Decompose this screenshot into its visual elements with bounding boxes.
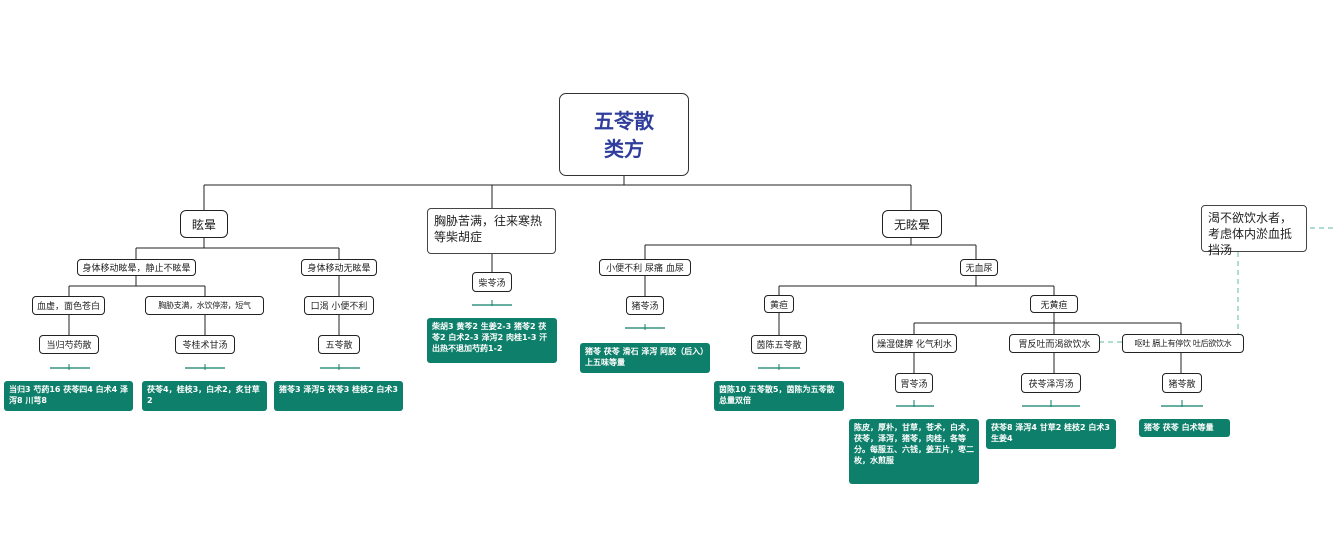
node-jaundice-label: 黄疸 bbox=[769, 300, 788, 311]
node-zhuling-san-label: 猪苓散 bbox=[1168, 379, 1196, 390]
node-urine-blood[interactable]: 小便不利 尿痛 血尿 bbox=[599, 259, 691, 276]
node-thirst[interactable]: 口渴 小便不利 bbox=[304, 296, 374, 315]
side-note[interactable]: 渴不欲饮水者，考虑体内淤血抵挡汤 bbox=[1201, 205, 1307, 257]
node-wuling-label: 五苓散 bbox=[325, 341, 353, 351]
node-blood-def[interactable]: 血虚，面色苍白 bbox=[32, 296, 105, 315]
formula-weiling[interactable]: 陈皮，厚朴，甘草，苍术，白术，茯苓，泽泻，猪苓，肉桂，各等分。每服五、六钱，姜五… bbox=[849, 419, 979, 484]
node-linggui[interactable]: 苓桂术甘汤 bbox=[175, 335, 235, 354]
root-title: 五苓散 bbox=[594, 108, 654, 133]
node-danggui-label: 当归芍药散 bbox=[46, 341, 92, 351]
branch-dizzy-label: 眩晕 bbox=[191, 217, 216, 232]
formula-chailing[interactable]: 柴胡3 黄芩2 生姜2-3 猪苓2 茯苓2 白术2-3 泽泻2 肉桂1-3 汗出… bbox=[427, 318, 557, 363]
node-chailing-label: 柴苓汤 bbox=[478, 278, 506, 289]
branch-dizzy[interactable]: 眩晕 bbox=[180, 210, 228, 238]
node-yinchen[interactable]: 茵陈五苓散 bbox=[751, 335, 807, 354]
formula-danggui[interactable]: 当归3 芍药16 茯苓四4 白术4 泽泻8 川芎8 bbox=[4, 381, 133, 411]
node-body-sway-none[interactable]: 身体移动无眩晕 bbox=[301, 259, 377, 276]
node-fuling-zexie-label: 茯苓泽泻汤 bbox=[1028, 379, 1074, 390]
node-wuling[interactable]: 五苓散 bbox=[318, 335, 360, 354]
branch-chaihu-label: 胸胁苦满，往来寒热等柴胡症 bbox=[434, 214, 543, 244]
node-chest-full[interactable]: 胸胁支满，水饮停滞，短气 bbox=[145, 296, 264, 315]
root-node[interactable]: 五苓散 类方 bbox=[559, 93, 689, 176]
node-blood-def-label: 血虚，面色苍白 bbox=[36, 302, 100, 312]
node-body-sway-stop[interactable]: 身体移动眩晕，静止不眩晕 bbox=[77, 259, 196, 276]
node-damp-spleen[interactable]: 燥湿健脾 化气利水 bbox=[872, 334, 957, 353]
node-zhuling-san[interactable]: 猪苓散 bbox=[1162, 373, 1202, 393]
formula-wuling[interactable]: 猪苓3 泽泻5 茯苓3 桂枝2 白术3 bbox=[274, 381, 403, 411]
node-urine-blood-label: 小便不利 尿痛 血尿 bbox=[606, 264, 684, 274]
node-zhuling-a-label: 猪苓汤 bbox=[631, 302, 659, 312]
formula-yinchen[interactable]: 茵陈10 五苓散5，茵陈为五苓散总量双倍 bbox=[714, 381, 844, 411]
node-no-jaundice[interactable]: 无黄疸 bbox=[1030, 295, 1078, 313]
node-body-sway-none-label: 身体移动无眩晕 bbox=[307, 264, 371, 274]
formula-zhuling-a[interactable]: 猪苓 茯苓 滑石 泽泻 阿胶（后入）上五味等量 bbox=[580, 343, 710, 373]
node-no-blood-urine-label: 无血尿 bbox=[965, 264, 993, 274]
node-vomit-thirst[interactable]: 胃反吐而渴欲饮水 bbox=[1009, 334, 1100, 353]
formula-zhuling-san[interactable]: 猪苓 茯苓 白术等量 bbox=[1139, 419, 1230, 437]
branch-no-dizzy-label: 无眩晕 bbox=[893, 217, 930, 232]
node-no-jaundice-label: 无黄疸 bbox=[1040, 300, 1068, 311]
node-yinchen-label: 茵陈五苓散 bbox=[756, 341, 802, 351]
formula-fuling-zexie[interactable]: 茯苓8 泽泻4 甘草2 桂枝2 白术3 生姜4 bbox=[986, 419, 1116, 449]
node-weiling-label: 胃苓汤 bbox=[900, 379, 928, 390]
node-zhuling-a[interactable]: 猪苓汤 bbox=[626, 296, 664, 315]
node-thirst-label: 口渴 小便不利 bbox=[310, 302, 368, 312]
branch-no-dizzy[interactable]: 无眩晕 bbox=[882, 210, 942, 238]
node-jaundice[interactable]: 黄疸 bbox=[764, 295, 794, 313]
node-damp-spleen-label: 燥湿健脾 化气利水 bbox=[877, 340, 952, 350]
node-vomit-diaphragm[interactable]: 呕吐 膈上有停饮 吐后欲饮水 bbox=[1122, 334, 1244, 353]
side-note-label: 渴不欲饮水者，考虑体内淤血抵挡汤 bbox=[1208, 211, 1293, 257]
node-chest-full-label: 胸胁支满，水饮停滞，短气 bbox=[158, 301, 251, 310]
node-fuling-zexie[interactable]: 茯苓泽泻汤 bbox=[1021, 373, 1081, 393]
node-danggui[interactable]: 当归芍药散 bbox=[39, 335, 99, 354]
root-subtitle: 类方 bbox=[604, 136, 644, 161]
node-vomit-diaphragm-label: 呕吐 膈上有停饮 吐后欲饮水 bbox=[1134, 339, 1232, 348]
branch-chaihu[interactable]: 胸胁苦满，往来寒热等柴胡症 bbox=[427, 208, 556, 254]
node-weiling[interactable]: 胃苓汤 bbox=[895, 373, 933, 393]
node-vomit-thirst-label: 胃反吐而渴欲饮水 bbox=[1018, 340, 1091, 350]
node-body-sway-stop-label: 身体移动眩晕，静止不眩晕 bbox=[82, 264, 191, 274]
node-linggui-label: 苓桂术甘汤 bbox=[182, 341, 228, 351]
node-chailing[interactable]: 柴苓汤 bbox=[472, 272, 512, 292]
formula-linggui[interactable]: 茯苓4，桂枝3，白术2，炙甘草2 bbox=[142, 381, 267, 411]
node-no-blood-urine[interactable]: 无血尿 bbox=[960, 259, 998, 276]
